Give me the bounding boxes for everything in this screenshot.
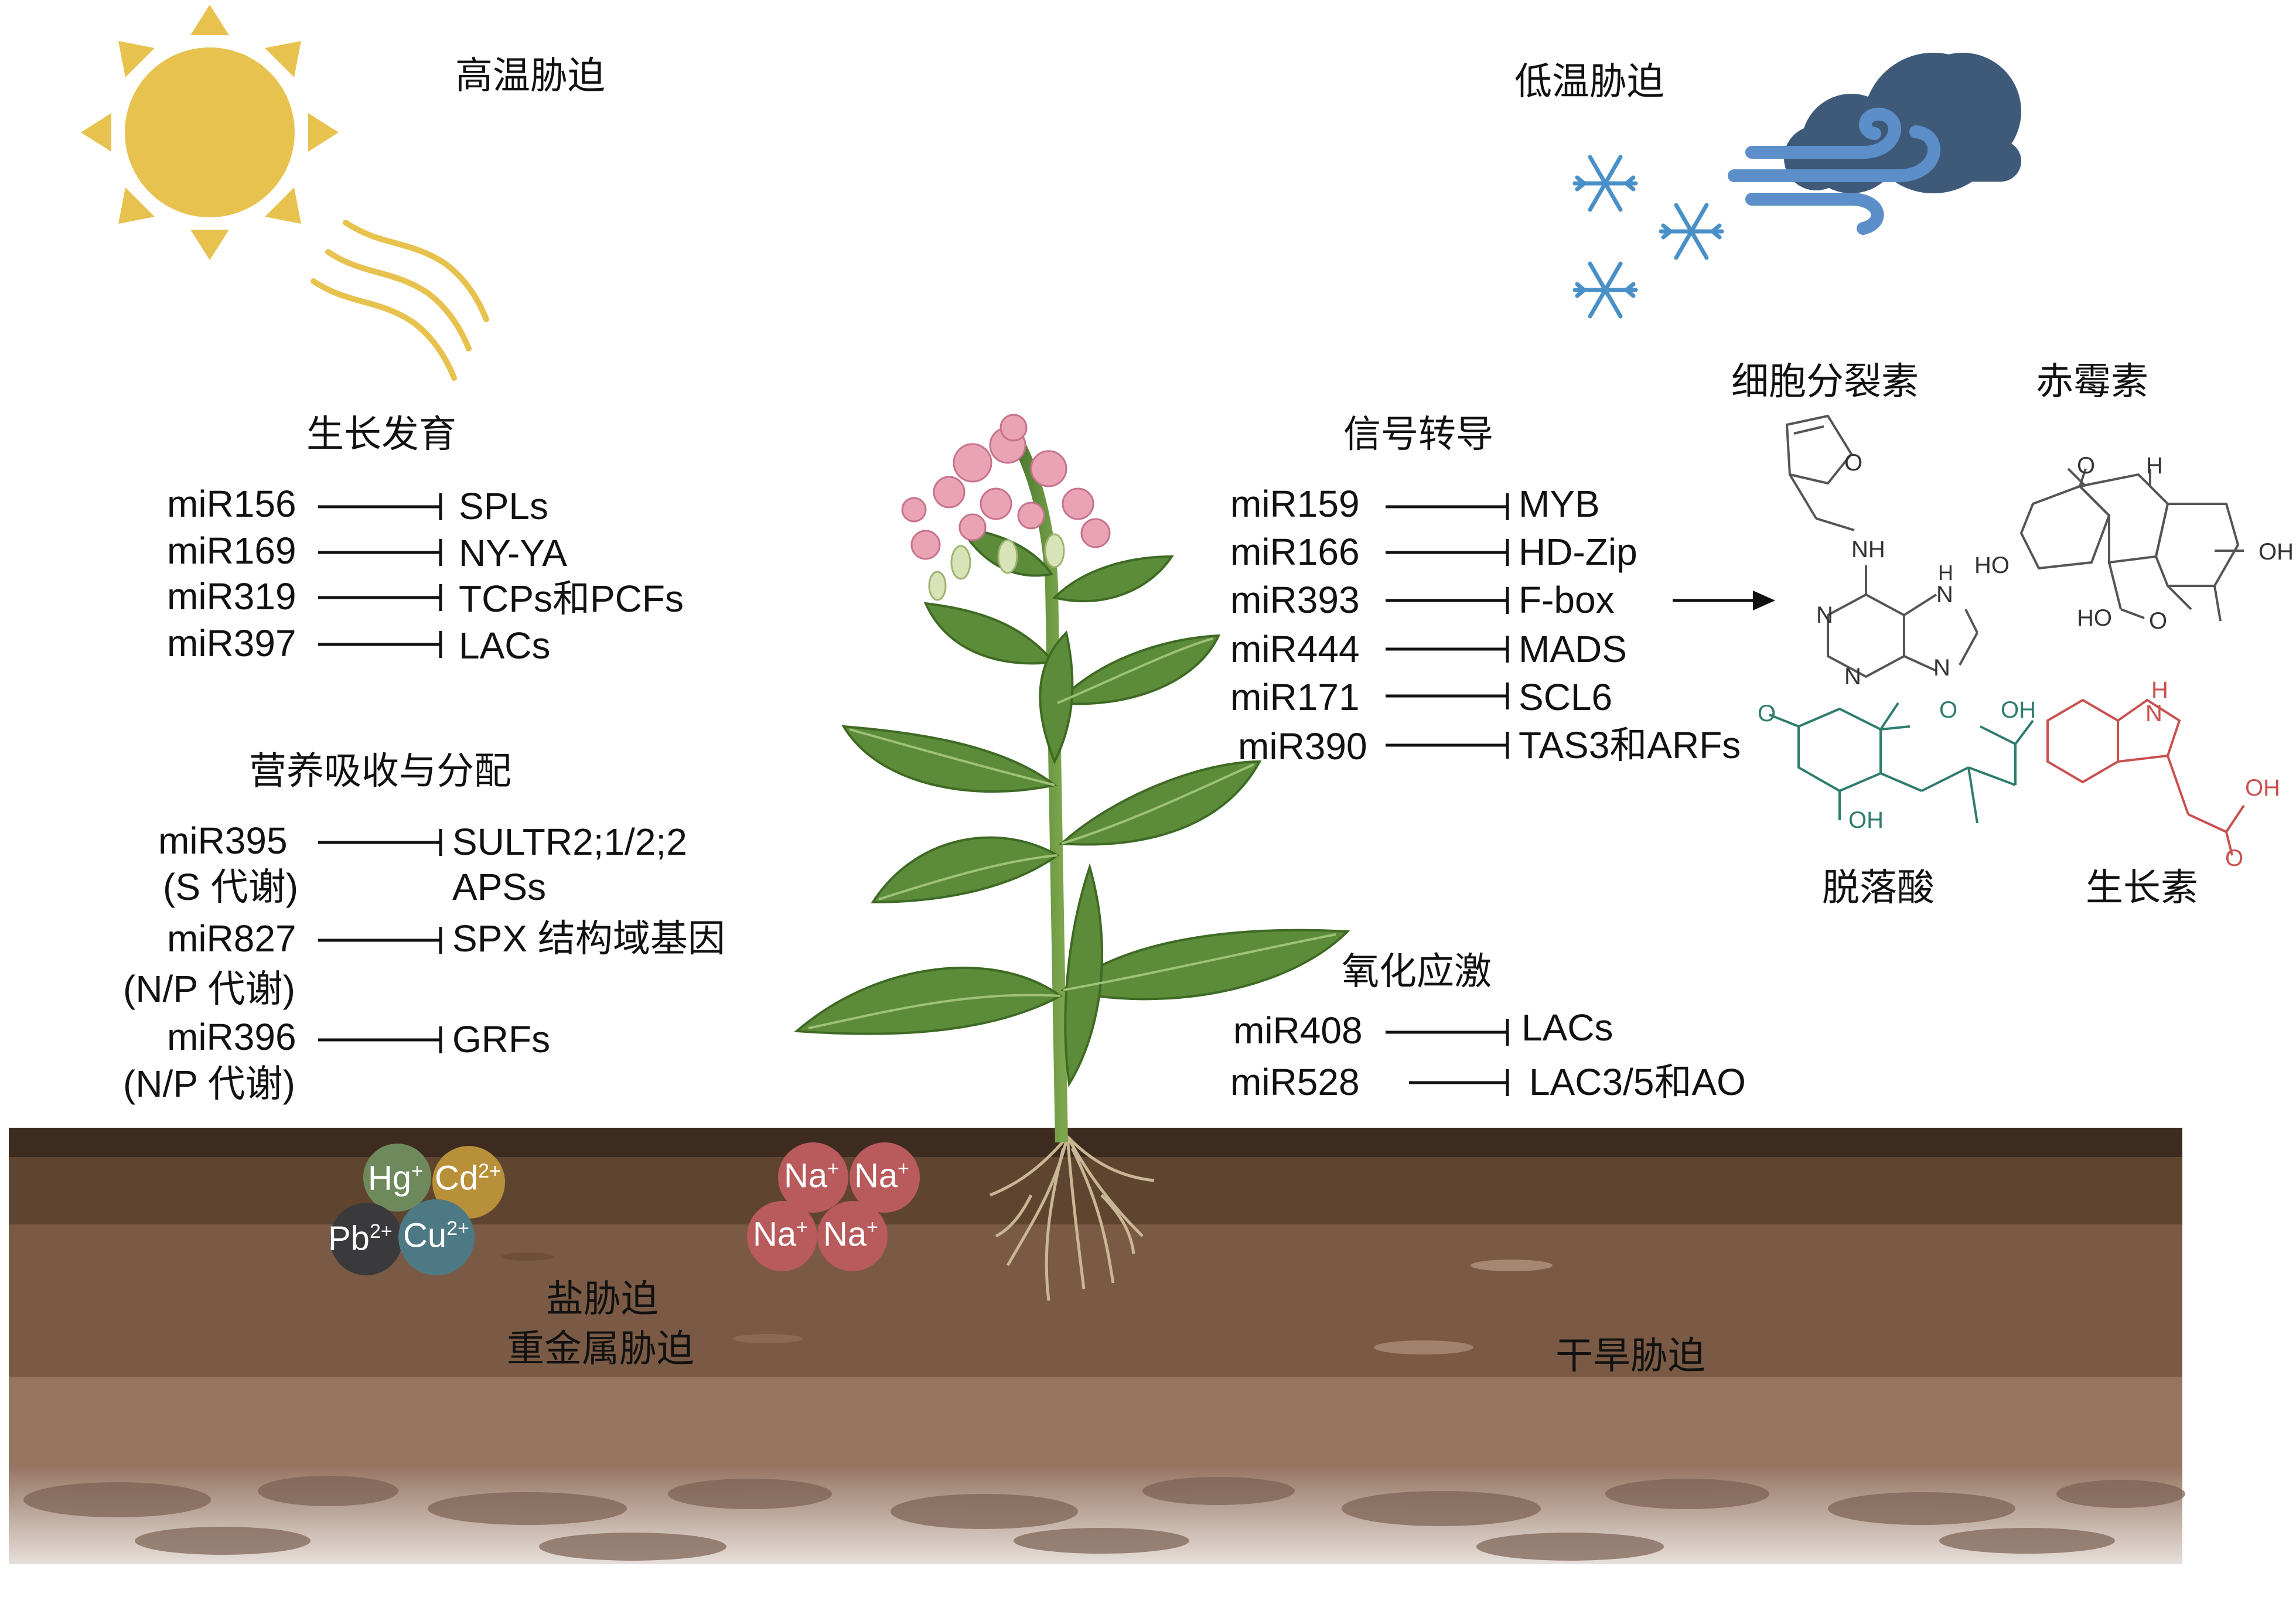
- sodium-ions: [747, 1142, 920, 1271]
- target-label: SCL6: [1519, 676, 1613, 718]
- cd-ion-label: Cd2+: [435, 1159, 501, 1197]
- gibberellin-structure: [2019, 468, 2244, 622]
- heat-wave-icon: [311, 220, 489, 381]
- signal-title: 信号转导: [1343, 413, 1493, 456]
- mirna-label: miR390: [1238, 725, 1367, 767]
- target-label: LACs: [459, 625, 551, 667]
- snowflake-icon: [1572, 155, 1724, 319]
- target-label: F-box: [1519, 579, 1615, 621]
- drought-stress-label: 干旱胁迫: [1555, 1335, 1705, 1378]
- atom-label: OH: [2259, 539, 2294, 565]
- oxidative-title: 氧化应激: [1342, 950, 1492, 994]
- target-label: APSs: [452, 866, 547, 908]
- atom-label: O: [1939, 697, 1958, 723]
- mirna-label: miR319: [167, 575, 296, 617]
- mirna-label: miR166: [1230, 531, 1360, 573]
- atom-label: N: [1933, 655, 1950, 681]
- inhibition-lines-growth: [318, 493, 442, 658]
- heavy-metal-ions: [330, 1144, 505, 1275]
- atom-label: O: [2149, 608, 2168, 634]
- roots: [990, 1135, 1155, 1301]
- atom-label: OH: [1848, 807, 1884, 833]
- na-ion-label: Na+: [854, 1156, 910, 1195]
- cytokinin-label: 细胞分裂素: [1731, 360, 1919, 404]
- soil: [9, 1128, 2185, 1593]
- inhibition-lines-nutrient: [318, 829, 442, 1053]
- nutrient-title: 营养吸收与分配: [249, 750, 511, 793]
- na-ion-label: Na+: [753, 1215, 808, 1254]
- atom-label: N: [1844, 664, 1861, 690]
- salt-stress-label: 盐胁迫: [546, 1278, 659, 1321]
- atom-label: O: [1844, 450, 1863, 476]
- mirna-label: miR396: [167, 1016, 296, 1058]
- atom-label: HO: [1974, 552, 2010, 578]
- target-label: LAC3/5和AO: [1529, 1061, 1746, 1103]
- arrow-icon: [1673, 591, 1775, 610]
- cytokinin-structure: [1785, 414, 1978, 678]
- gibberellin-label: 赤霉素: [2036, 360, 2148, 404]
- mirna-label: miR156: [167, 483, 296, 525]
- mirna-label: miR444: [1230, 628, 1360, 670]
- mirna-label: miR393: [1230, 579, 1360, 621]
- target-label: GRFs: [452, 1018, 551, 1060]
- metabolism-note: (N/P 代谢): [123, 1063, 295, 1105]
- mirna-label: miR397: [167, 622, 296, 664]
- pb-ion-label: Pb2+: [328, 1219, 393, 1258]
- target-label: LACs: [1521, 1006, 1613, 1049]
- mirna-label: miR169: [167, 530, 296, 572]
- inhibition-lines-oxidative: [1386, 1019, 1509, 1096]
- auxin-label: 生长素: [2086, 866, 2198, 910]
- atom-label: OH: [2001, 697, 2036, 723]
- atom-label: O: [1758, 701, 1776, 726]
- atom-label: N: [1936, 582, 1953, 608]
- cu-ion-label: Cu2+: [403, 1216, 469, 1255]
- target-label: MADS: [1519, 628, 1627, 670]
- mirna-label: miR159: [1230, 483, 1360, 525]
- atom-label: H: [2151, 677, 2168, 703]
- cold-stress-label: 低温胁迫: [1514, 60, 1664, 104]
- atom-label: NH: [1851, 537, 1885, 562]
- mirna-label: miR528: [1230, 1061, 1360, 1103]
- atom-label: H: [1938, 561, 1953, 585]
- soil-pebbles: [23, 1476, 2185, 1561]
- target-label: TAS3和ARFs: [1519, 724, 1741, 766]
- flowers: [901, 414, 1111, 560]
- heat-stress-label: 高温胁迫: [455, 54, 605, 98]
- auxin-structure: [2046, 698, 2245, 856]
- mirna-label: miR171: [1230, 676, 1360, 718]
- mirna-label: miR395: [158, 820, 288, 862]
- target-label: SPX 结构域基因: [452, 917, 725, 960]
- target-label: SULTR2;1/2;2: [452, 821, 687, 863]
- na-ion-label: Na+: [823, 1215, 879, 1254]
- atom-label: O: [2225, 845, 2244, 871]
- atom-label: OH: [2245, 775, 2280, 801]
- atom-label: O: [2077, 453, 2096, 479]
- metabolism-note: (S 代谢): [163, 866, 299, 908]
- aba-label: 脱落酸: [1822, 866, 1935, 910]
- mirna-label: miR408: [1233, 1009, 1363, 1052]
- wind-icon: [1728, 107, 1941, 235]
- tobacco-plant-icon: [793, 414, 1350, 1301]
- target-label: TCPs和PCFs: [459, 578, 684, 620]
- target-label: SPLs: [459, 485, 548, 527]
- atom-label: HO: [2077, 605, 2112, 631]
- na-ion-label: Na+: [784, 1156, 840, 1195]
- growth-title: 生长发育: [306, 413, 456, 456]
- heavy-metal-stress-label: 重金属胁迫: [507, 1328, 694, 1371]
- atom-label: N: [1816, 602, 1833, 628]
- aba-structure: [1769, 702, 2034, 824]
- target-label: NY-YA: [459, 532, 567, 574]
- inhibition-lines-signal: [1386, 493, 1509, 759]
- target-label: MYB: [1519, 483, 1600, 525]
- sun-icon: [81, 5, 339, 260]
- target-label: HD-Zip: [1519, 531, 1637, 573]
- hg-ion-label: Hg+: [368, 1159, 424, 1197]
- mirna-label: miR827: [167, 917, 296, 960]
- atom-label: H: [2146, 453, 2163, 479]
- atom-label: N: [2145, 701, 2162, 726]
- metabolism-note: (N/P 代谢): [123, 968, 295, 1010]
